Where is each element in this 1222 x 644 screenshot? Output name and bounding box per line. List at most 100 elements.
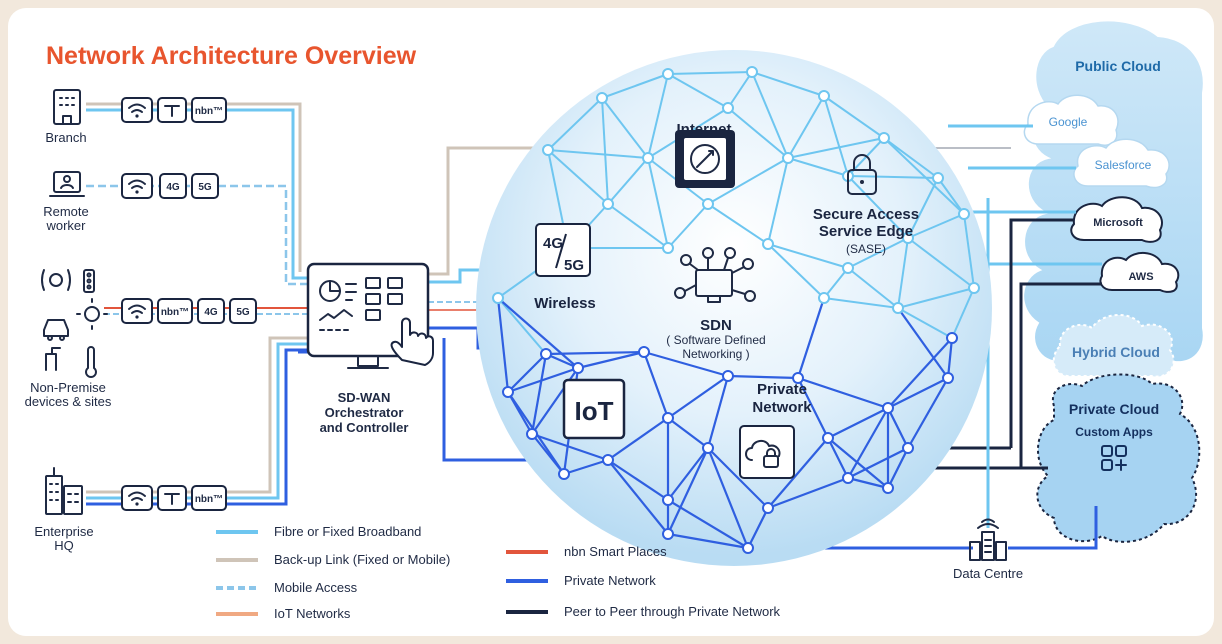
wifi-icon <box>121 97 153 123</box>
5g-tag: 5G <box>229 298 257 324</box>
mesh-link <box>707 157 789 205</box>
hq-nbn-text: nbn™ <box>195 494 223 505</box>
lock-icon <box>847 154 877 195</box>
branch-label: Branch <box>45 130 86 145</box>
public-cloud-label: Public Cloud <box>1075 58 1161 74</box>
mesh-node <box>702 442 714 454</box>
wifi-icon <box>121 298 153 324</box>
mesh-link <box>907 177 939 239</box>
hq-backup-line <box>86 336 308 494</box>
wifi-icon <box>121 485 153 511</box>
mesh-link <box>531 432 609 462</box>
mesh-link <box>706 375 730 449</box>
mesh-node <box>558 468 570 480</box>
remote-tags: 4G 5G <box>121 173 219 199</box>
sdwan-controller[interactable] <box>306 262 434 369</box>
mesh-link <box>797 377 829 439</box>
wireless-5g-text: 5G <box>564 257 584 274</box>
google-cloud[interactable]: Google <box>1023 94 1119 146</box>
mesh-node <box>842 472 854 484</box>
mesh-link <box>707 203 769 245</box>
mesh-node <box>572 362 584 374</box>
mesh-link <box>507 353 547 393</box>
mesh-link <box>897 307 953 339</box>
mesh-link <box>607 459 669 501</box>
mesh-link <box>797 376 889 410</box>
mesh-link <box>907 237 975 289</box>
iot-box: IoT <box>562 378 626 440</box>
private-cloud[interactable]: Private Cloud Custom Apps <box>1036 373 1201 543</box>
mesh-node <box>762 502 774 514</box>
mesh-node <box>792 372 804 384</box>
mesh-link <box>897 287 975 309</box>
mesh-link <box>547 97 603 151</box>
mesh-node <box>892 302 904 314</box>
mesh-link <box>897 307 949 379</box>
hq-label-1: Enterprise <box>34 524 93 539</box>
mesh-link <box>727 71 753 109</box>
laptop-user-icon <box>49 171 85 197</box>
apps-grid-icon <box>1101 445 1127 471</box>
mesh-link <box>497 297 579 369</box>
wireless-4g-text: 4G <box>543 235 563 252</box>
mesh-link <box>601 97 609 205</box>
mesh-link <box>667 73 729 109</box>
mesh-link <box>827 407 889 439</box>
mesh-node <box>782 152 794 164</box>
mesh-node <box>882 402 894 414</box>
mesh-node <box>958 208 970 220</box>
mesh-link <box>563 458 609 476</box>
iot-devices-icon <box>41 269 108 378</box>
telstra-icon <box>157 485 187 511</box>
mesh-link <box>496 297 510 393</box>
sase-line3: (SASE) <box>846 242 886 256</box>
sdn-label: SDN <box>700 317 732 334</box>
mesh-link <box>827 437 889 489</box>
salesforce-cloud[interactable]: Salesforce <box>1073 138 1170 189</box>
mesh-link <box>937 177 965 215</box>
sdn-line2: ( Software Defined <box>666 333 765 347</box>
hq-fibre-line <box>86 342 308 500</box>
sdwan-line3: and Controller <box>320 420 409 435</box>
mesh-node <box>642 152 654 164</box>
mesh-link <box>767 157 789 245</box>
mesh-link <box>767 243 849 269</box>
mesh-link <box>667 203 709 249</box>
mesh-node <box>702 198 714 210</box>
mesh-link <box>847 175 909 239</box>
mesh-link <box>607 417 669 461</box>
remote-label-2: worker <box>45 218 86 233</box>
mesh-link <box>530 353 548 435</box>
mesh-link <box>767 243 825 299</box>
mesh-node <box>662 242 674 254</box>
mesh-node <box>742 542 754 554</box>
aws-cloud[interactable]: AWS <box>1099 252 1180 293</box>
mesh-link <box>507 366 579 394</box>
mesh-node <box>502 386 514 398</box>
aws-label: AWS <box>1128 271 1153 283</box>
mesh-link <box>751 71 789 159</box>
legend-label-nbn: nbn Smart Places <box>564 544 667 559</box>
mesh-node <box>662 528 674 540</box>
sdn-network-icon <box>674 247 756 303</box>
branch-nbn-text: nbn™ <box>195 106 223 117</box>
mesh-link <box>787 137 885 159</box>
hq-tags: nbn™ <box>121 485 227 511</box>
legend-label-private: Private Network <box>564 573 656 588</box>
mesh-link <box>706 447 750 549</box>
mesh-link <box>823 267 849 299</box>
onprem-nbn-text: nbn™ <box>161 307 189 318</box>
mesh-node <box>882 482 894 494</box>
page-title: Network Architecture Overview <box>46 42 417 70</box>
datacentre-cloud-line <box>1008 506 1098 550</box>
hand-pointer-icon <box>390 317 434 366</box>
mesh-link <box>847 175 939 179</box>
mesh-link <box>963 213 975 289</box>
mesh-node <box>968 282 980 294</box>
mesh-link <box>727 107 789 159</box>
hybrid-cloud[interactable]: Hybrid Cloud <box>1052 313 1175 378</box>
onprem-label-2: devices & sites <box>25 394 112 409</box>
mesh-link <box>827 437 849 479</box>
microsoft-cloud[interactable]: Microsoft <box>1070 196 1163 243</box>
mesh-node <box>946 332 958 344</box>
